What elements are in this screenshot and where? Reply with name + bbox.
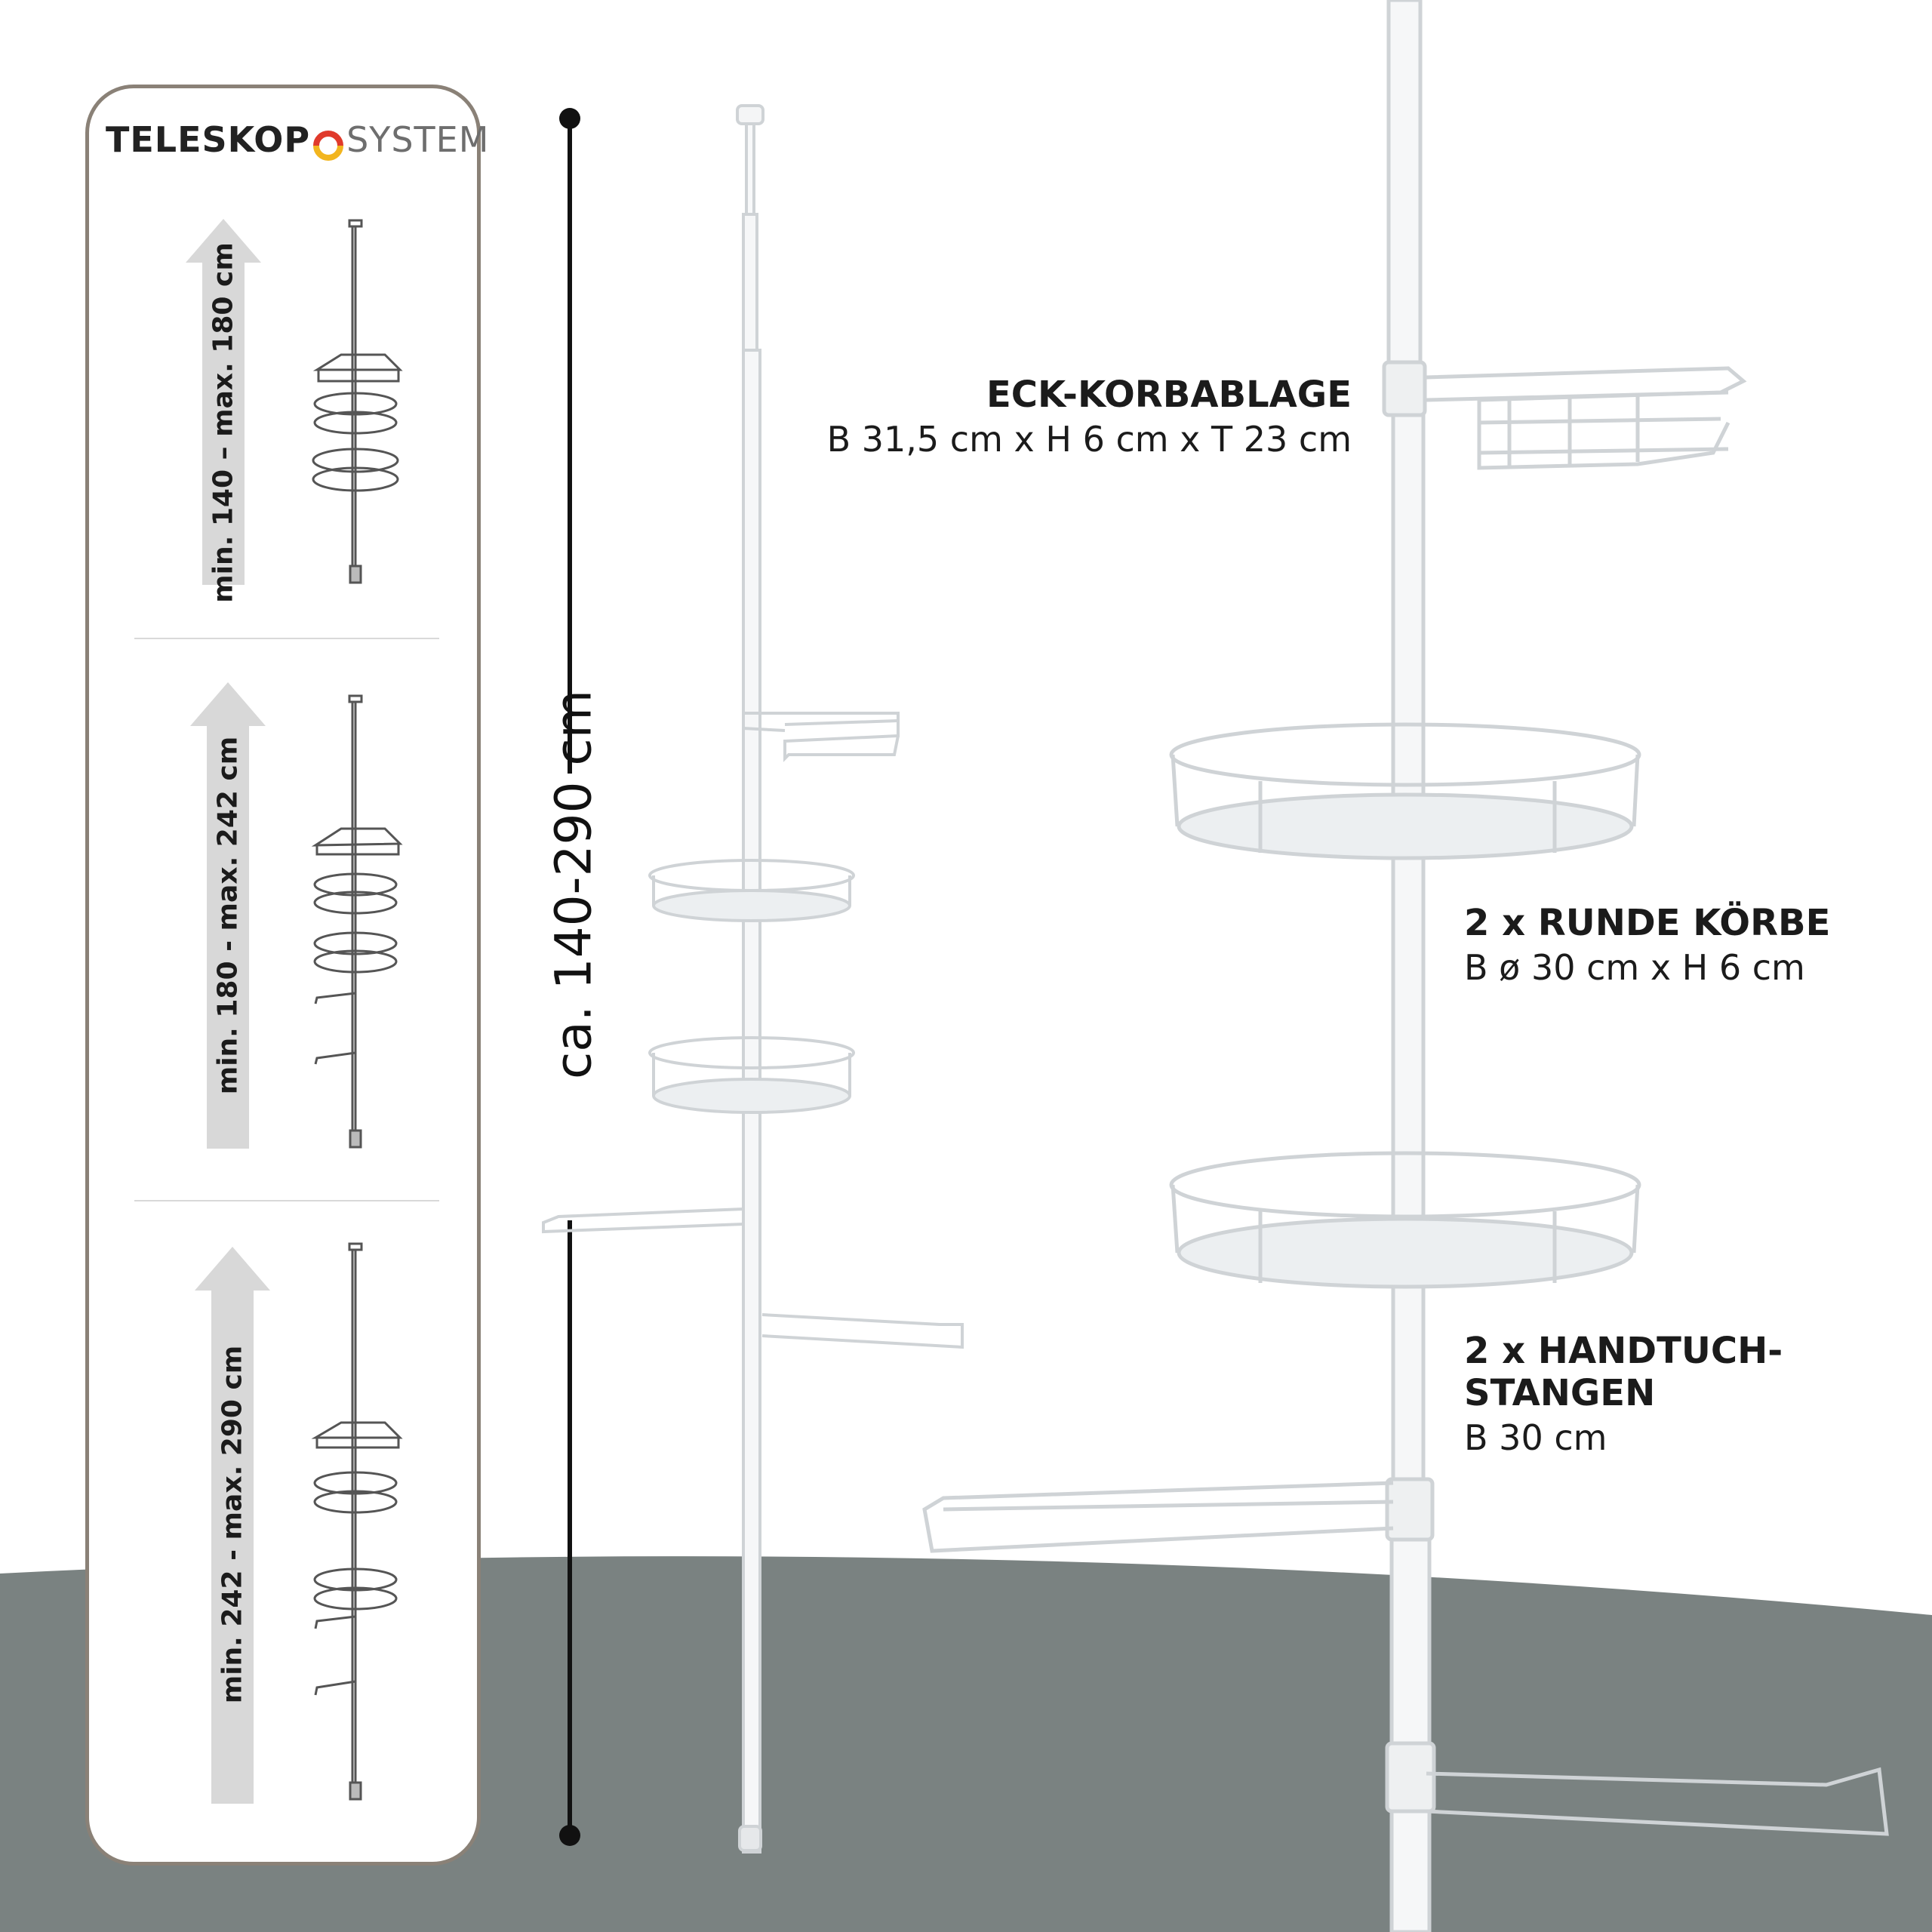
panel-divider [134,638,439,639]
pole-thumbnail-1 [312,219,403,584]
panel-divider [134,1200,439,1201]
round-basket-1 [1169,722,1641,787]
teleskop-system-logo: TELESKOP SYSTEM [106,119,489,162]
feature-towel-bars: 2 x HANDTUCH- STANGEN B 30 cm [1464,1330,1783,1458]
feature-towel-bars-size: B 30 cm [1464,1417,1607,1458]
brand-word-teleskop: TELESKOP [106,119,311,160]
logo-ring-icon [312,129,345,162]
towel-bar-1 [922,1481,1394,1553]
pole-thumbnail-2 [311,694,403,1149]
height-arrow-2 [190,682,266,1149]
height-arrow-1 [186,219,261,585]
pole-thumbnail-3 [311,1242,403,1801]
feature-round-baskets-title: 2 x RUNDE KÖRBE [1464,902,1831,944]
round-basket-2 [1169,1151,1641,1219]
feature-corner-basket: ECK-KORBABLAGE B 31,5 cm x H 6 cm x T 23… [827,374,1352,460]
feature-towel-bars-title-line2: STANGEN [1464,1372,1656,1414]
feature-corner-basket-size: B 31,5 cm x H 6 cm x T 23 cm [826,419,1352,460]
towel-bar-2 [1426,1767,1889,1836]
feature-corner-basket-title: ECK-KORBABLAGE [986,374,1352,416]
feature-round-baskets-size: B ø 30 cm x H 6 cm [1464,947,1805,988]
height-arrow-3 [195,1247,270,1804]
feature-towel-bars-title-line1: 2 x HANDTUCH- [1464,1330,1783,1372]
telescope-info-panel [85,85,481,1866]
brand-word-system: SYSTEM [346,119,490,160]
feature-round-baskets: 2 x RUNDE KÖRBE B ø 30 cm x H 6 cm [1464,902,1830,988]
